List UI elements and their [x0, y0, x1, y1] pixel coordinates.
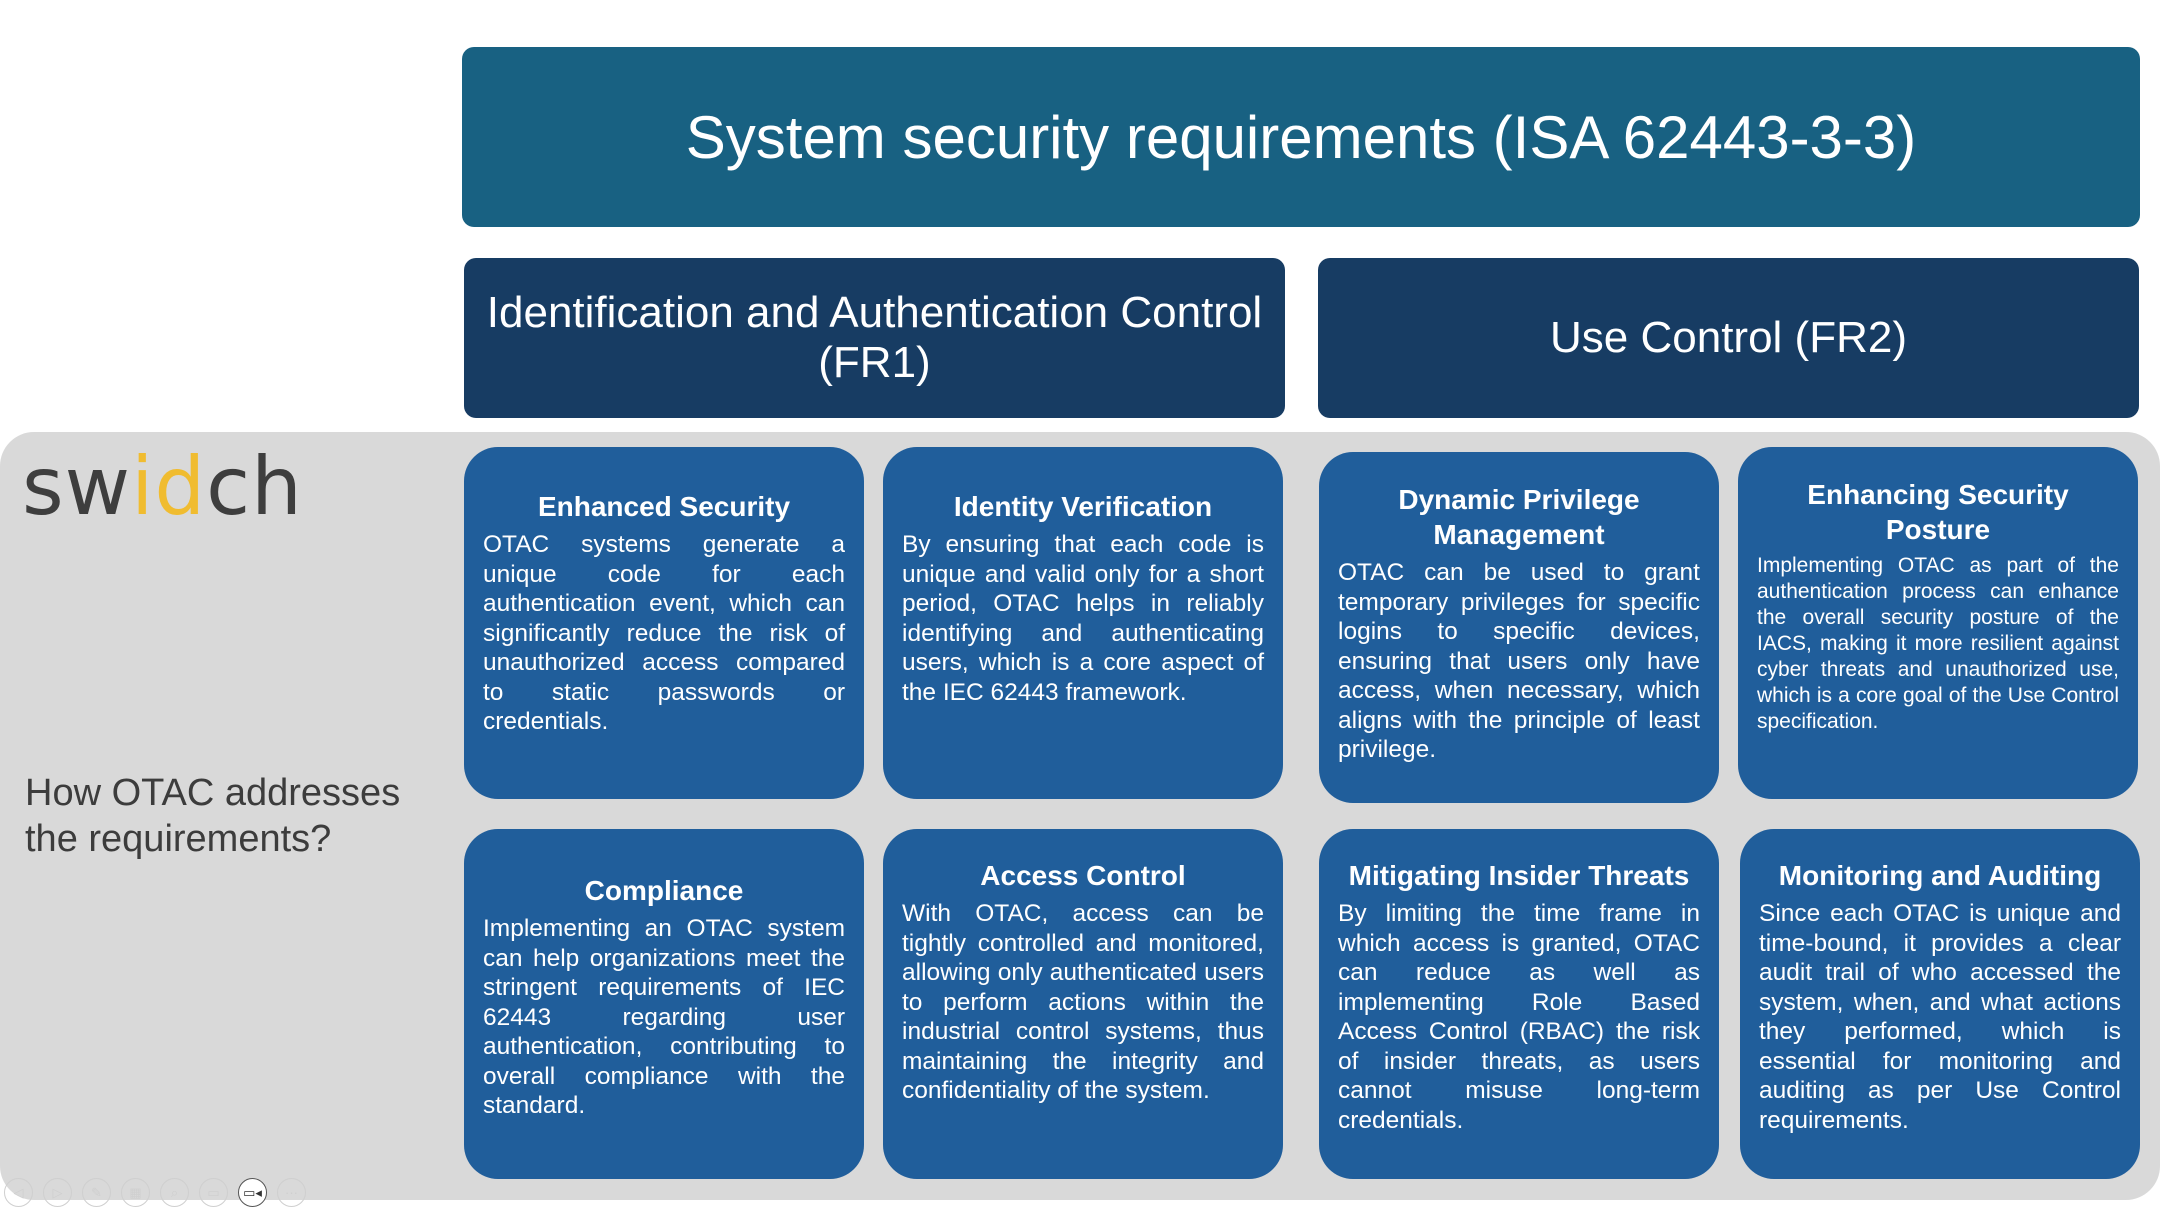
- card-compliance: Compliance Implementing an OTAC system c…: [464, 829, 864, 1179]
- card-body: OTAC systems generate a unique code for …: [483, 531, 845, 735]
- card-body: By limiting the time frame in which acce…: [1338, 900, 1700, 1134]
- swidch-logo: swidch: [22, 440, 303, 533]
- card-identity-verification: Identity Verification By ensuring that e…: [883, 447, 1283, 799]
- camera-icon[interactable]: ▭◂: [238, 1178, 267, 1207]
- card-body: By ensuring that each code is unique and…: [902, 531, 1264, 706]
- card-access-control: Access Control With OTAC, access can be …: [883, 829, 1283, 1179]
- logo-text-pre: sw: [22, 440, 132, 533]
- card-title: Enhanced Security: [537, 491, 791, 522]
- card-enhanced-security: Enhanced Security OTAC systems generate …: [464, 447, 864, 799]
- card-body: Implementing OTAC as part of the authent…: [1757, 554, 2119, 733]
- card-monitoring-and-auditing: Monitoring and Auditing Since each OTAC …: [1740, 829, 2140, 1179]
- question-text: How OTAC addresses the requirements?: [25, 772, 401, 860]
- card-title: Identity Verification: [953, 491, 1213, 522]
- more-options-icon[interactable]: ···: [277, 1178, 306, 1207]
- card-mitigating-insider-threats: Mitigating Insider Threats By limiting t…: [1319, 829, 1719, 1179]
- card-body: With OTAC, access can be tightly control…: [902, 900, 1264, 1104]
- see-all-slides-icon[interactable]: ▦: [121, 1178, 150, 1207]
- category-fr2: Use Control (FR2): [1318, 258, 2139, 418]
- card-body: OTAC can be used to grant temporary priv…: [1338, 559, 1700, 763]
- card-title: Enhancing Security Posture: [1807, 479, 2069, 545]
- card-body: Since each OTAC is unique and time-bound…: [1759, 900, 2121, 1134]
- pen-icon[interactable]: ✎: [82, 1178, 111, 1207]
- card-title: Compliance: [584, 875, 744, 906]
- card-body: Implementing an OTAC system can help org…: [483, 915, 845, 1119]
- card-enhancing-security-posture: Enhancing Security Posture Implementing …: [1738, 447, 2138, 799]
- logo-text-post: ch: [206, 440, 303, 533]
- category-fr1: Identification and Authentication Contro…: [464, 258, 1285, 418]
- presenter-toolbar: ◁ ▷ ✎ ▦ ⌕ ▭ ▭◂ ···: [4, 1178, 306, 1207]
- card-title: Mitigating Insider Threats: [1348, 860, 1690, 891]
- logo-text-id: id: [131, 440, 207, 533]
- next-slide-icon[interactable]: ▷: [43, 1178, 72, 1207]
- zoom-icon[interactable]: ⌕: [160, 1178, 189, 1207]
- previous-slide-icon[interactable]: ◁: [4, 1178, 33, 1207]
- slide-title: System security requirements (ISA 62443-…: [462, 47, 2140, 227]
- subtitles-icon[interactable]: ▭: [199, 1178, 228, 1207]
- card-title: Monitoring and Auditing: [1778, 860, 2102, 891]
- card-dynamic-privilege-management: Dynamic Privilege Management OTAC can be…: [1319, 452, 1719, 803]
- card-title: Dynamic Privilege Management: [1398, 484, 1640, 550]
- card-title: Access Control: [980, 860, 1186, 891]
